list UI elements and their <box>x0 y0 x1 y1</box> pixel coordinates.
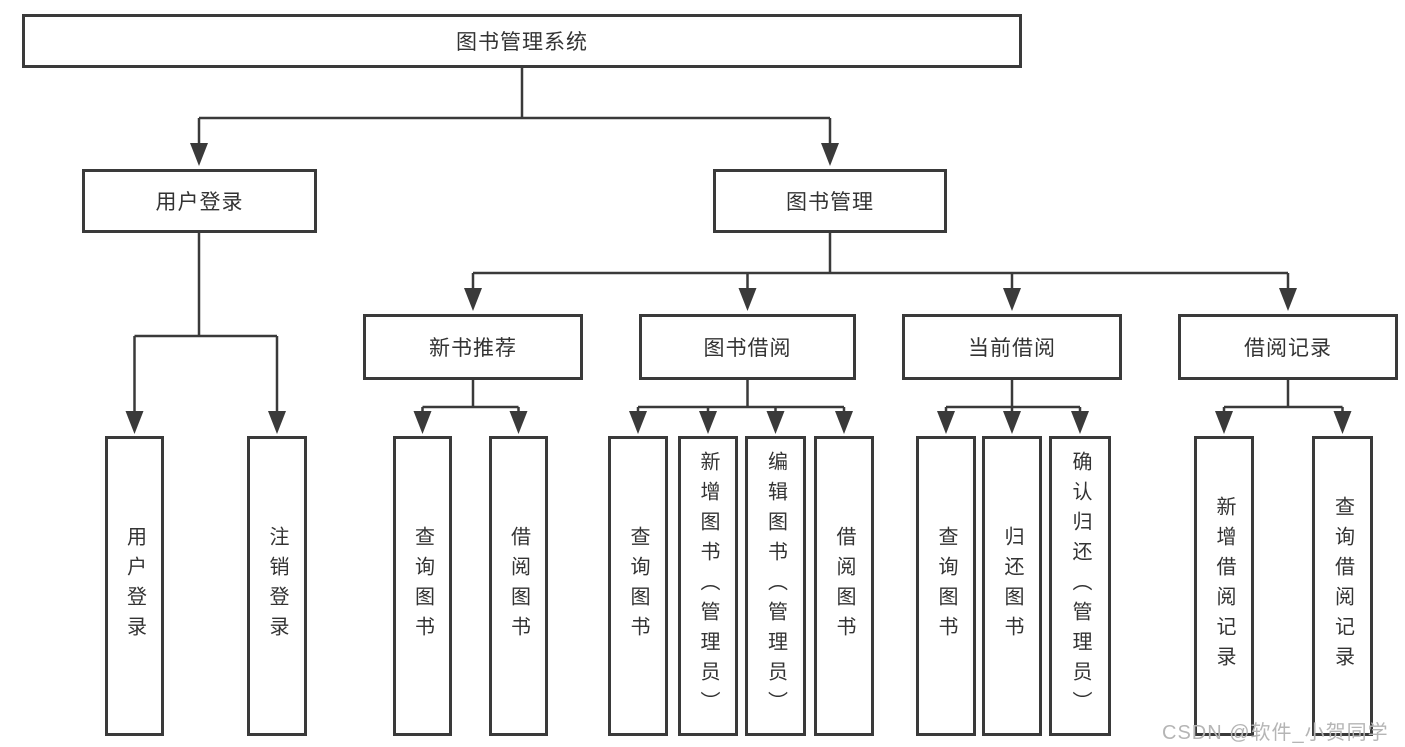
node-user-login: 用户登录 <box>82 169 317 233</box>
node-leaf-query-borrow-record: 查询借阅记录 <box>1312 436 1373 736</box>
node-book-borrowing: 图书借阅 <box>639 314 856 380</box>
node-leaf-edit-book-admin: 编辑图书（管理员） <box>745 436 806 736</box>
node-leaf-newbook-query-books-label: 查询图书 <box>411 526 434 646</box>
connector-current-to-leaves <box>937 380 1089 434</box>
node-leaf-user-login-label: 用户登录 <box>123 526 146 646</box>
node-leaf-edit-book-admin-label: 编辑图书（管理员） <box>764 451 787 721</box>
node-leaf-add-borrow-record-label: 新增借阅记录 <box>1213 496 1235 676</box>
node-leaf-newbook-borrow-books-label: 借阅图书 <box>507 526 530 646</box>
node-root: 图书管理系统 <box>22 14 1022 68</box>
node-leaf-logout: 注销登录 <box>247 436 307 736</box>
node-leaf-borrowing-query-books: 查询图书 <box>608 436 668 736</box>
node-leaf-add-book-admin: 新增图书（管理员） <box>678 436 738 736</box>
connector-borrowing-to-leaves <box>629 380 853 434</box>
connector-login-to-leaves <box>125 233 286 434</box>
node-borrowing-records: 借阅记录 <box>1178 314 1398 380</box>
node-book-management: 图书管理 <box>713 169 947 233</box>
node-leaf-current-query-books-label: 查询图书 <box>935 526 957 646</box>
node-leaf-add-book-admin-label: 新增图书（管理员） <box>697 451 719 721</box>
node-leaf-confirm-return-admin-label: 确认归还（管理员） <box>1069 451 1091 721</box>
connector-records-to-leaves <box>1215 380 1352 434</box>
node-current-borrowing: 当前借阅 <box>902 314 1122 380</box>
csdn-watermark: CSDN @软件_小贺同学 <box>1162 722 1389 744</box>
connector-management-to-level3 <box>464 233 1297 311</box>
node-leaf-confirm-return-admin: 确认归还（管理员） <box>1049 436 1111 736</box>
node-leaf-add-borrow-record: 新增借阅记录 <box>1194 436 1254 736</box>
node-new-book-recommendation: 新书推荐 <box>363 314 583 380</box>
connector-root-to-level2 <box>190 68 839 166</box>
node-leaf-borrowing-query-books-label: 查询图书 <box>627 526 649 646</box>
node-leaf-return-book-label: 归还图书 <box>1001 526 1023 646</box>
node-leaf-query-borrow-record-label: 查询借阅记录 <box>1331 496 1354 676</box>
connector-newbook-to-leaves <box>413 380 528 434</box>
node-leaf-logout-label: 注销登录 <box>266 526 288 646</box>
node-leaf-borrowing-borrow-books-label: 借阅图书 <box>833 526 855 646</box>
node-leaf-newbook-borrow-books: 借阅图书 <box>489 436 548 736</box>
node-leaf-user-login: 用户登录 <box>105 436 164 736</box>
node-leaf-newbook-query-books: 查询图书 <box>393 436 452 736</box>
node-leaf-return-book: 归还图书 <box>982 436 1042 736</box>
node-leaf-current-query-books: 查询图书 <box>916 436 976 736</box>
node-leaf-borrowing-borrow-books: 借阅图书 <box>814 436 874 736</box>
